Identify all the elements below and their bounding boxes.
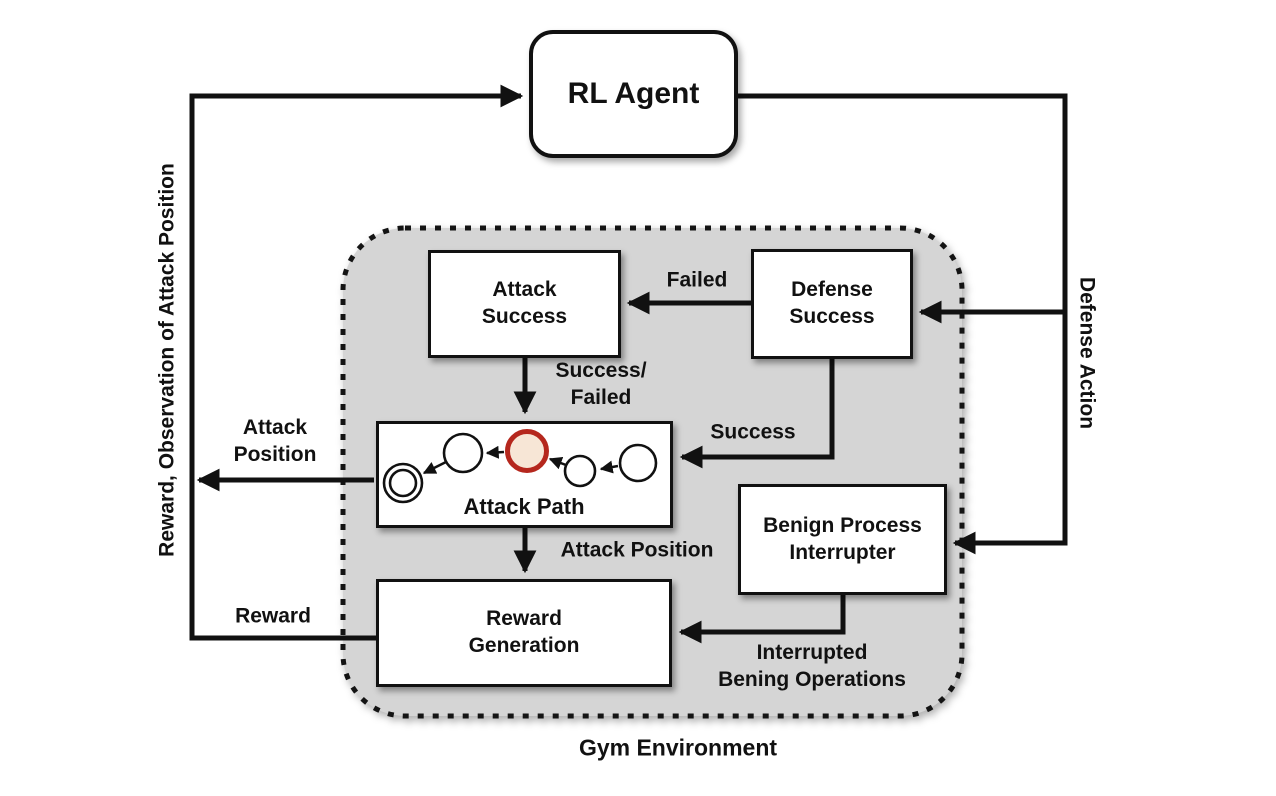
node-benign-process-interrupter-label: Benign Process Interrupter bbox=[763, 513, 922, 564]
interrupted-operations-label: Interrupted Bening Operations bbox=[718, 641, 906, 691]
node-attack-path-label: Attack Path bbox=[463, 493, 585, 519]
gym-environment-title: Gym Environment bbox=[578, 734, 778, 761]
success-label: Success bbox=[710, 420, 796, 444]
node-benign-process-interrupter: Benign Process Interrupter bbox=[738, 484, 947, 595]
edge-interrupted-operations bbox=[678, 594, 846, 644]
node-defense-success: Defense Success bbox=[751, 249, 913, 359]
node-attack-success: Attack Success bbox=[428, 250, 621, 358]
node-defense-success-label: Defense Success bbox=[789, 278, 875, 328]
reward-label: Reward bbox=[235, 604, 311, 628]
defense-action-label: Defense Action bbox=[1075, 276, 1099, 430]
success-failed-label: Success/ Failed bbox=[555, 359, 647, 409]
node-rl-agent: RL Agent bbox=[529, 30, 738, 158]
attack-position-left-label: Attack Position bbox=[233, 416, 317, 466]
attack-position-bottom-label: Attack Position bbox=[560, 538, 714, 562]
node-attack-success-label: Attack Success bbox=[481, 278, 568, 328]
node-reward-generation: Reward Generation bbox=[376, 579, 672, 687]
failed-label: Failed bbox=[666, 268, 728, 292]
node-rl-agent-label: RL Agent bbox=[567, 76, 700, 110]
observation-axis-label: Reward, Observation of Attack Position bbox=[155, 163, 179, 557]
edge-reward-observation-to-agent bbox=[189, 84, 524, 641]
node-reward-generation-label: Reward Generation bbox=[468, 607, 580, 657]
